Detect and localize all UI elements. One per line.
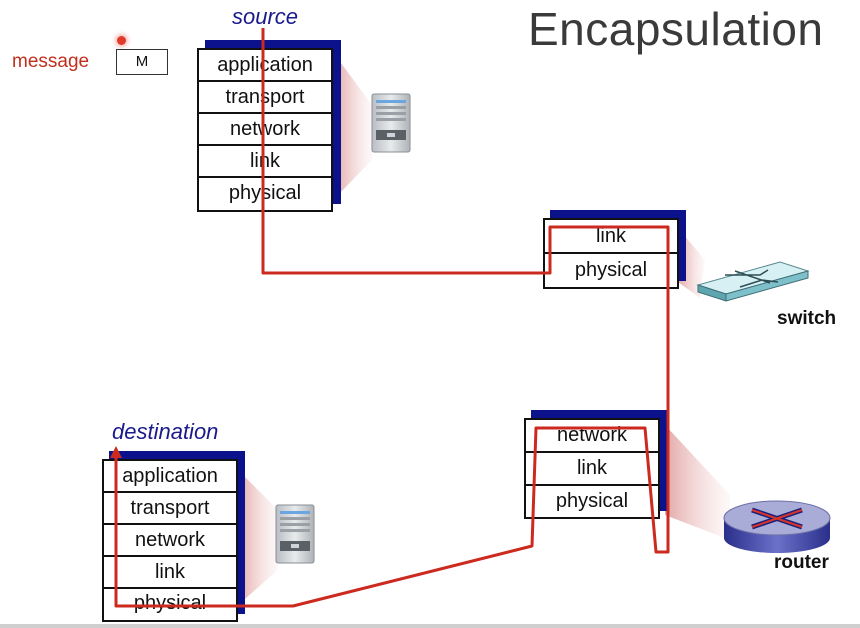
- bottom-divider: [0, 624, 860, 628]
- source-layer-physical: physical: [228, 182, 302, 204]
- destination-layer-physical: physical: [133, 592, 207, 614]
- router-label: router: [774, 552, 829, 573]
- source-label: source: [232, 4, 299, 29]
- router-cone: [665, 425, 730, 540]
- source-layer-link: link: [199, 146, 331, 178]
- destination-layer-network: network: [104, 525, 236, 557]
- switch-stack: link physical: [543, 210, 686, 289]
- destination-stack: application transport network link physi…: [102, 451, 245, 622]
- switch-label: switch: [777, 308, 837, 329]
- message-label: message: [12, 51, 90, 72]
- switch-layer-link: link: [545, 220, 677, 254]
- source-layer-application: application: [199, 50, 331, 82]
- destination-layer-link: link: [104, 557, 236, 589]
- router-layer-physical: physical: [555, 490, 629, 512]
- router-layer-network: network: [526, 420, 658, 453]
- switch-layer-physical: physical: [574, 259, 648, 281]
- router-layer-link: link: [526, 453, 658, 486]
- destination-layer-application: application: [104, 461, 236, 493]
- destination-layer-transport: transport: [104, 493, 236, 525]
- source-stack: application transport network link physi…: [197, 40, 341, 212]
- source-layer-network: network: [199, 114, 331, 146]
- router-stack: network link physical: [524, 410, 667, 519]
- source-layer-transport: transport: [199, 82, 331, 114]
- destination-label: destination: [112, 419, 219, 444]
